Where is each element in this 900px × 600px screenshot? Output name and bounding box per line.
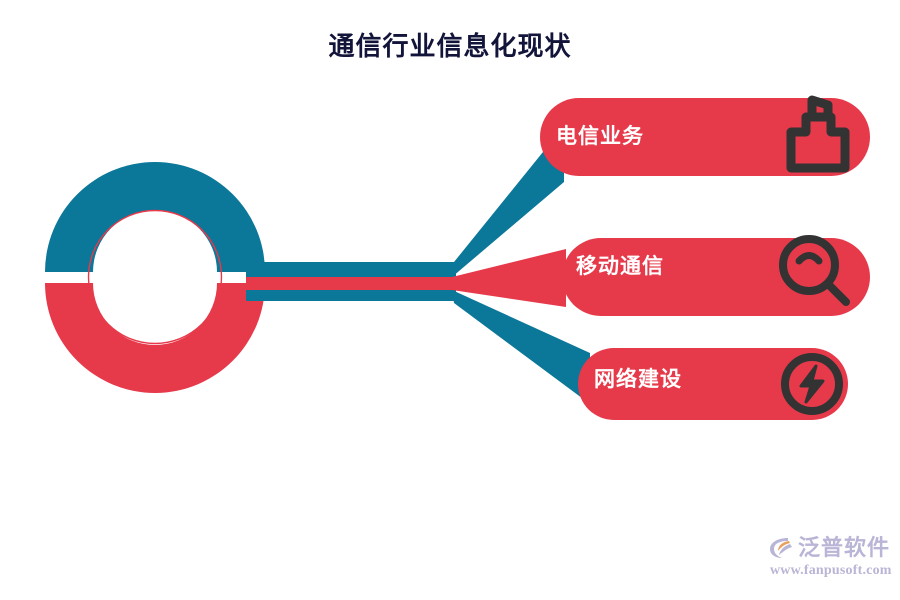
pill-label-network-construction: 网络建设 (594, 368, 682, 391)
hub-inner-outline-circle (87, 209, 223, 345)
connector-wedge-network-construction (452, 290, 590, 404)
connector-bar-stripe-middle (246, 277, 456, 290)
connector-wedge-mobile-communication (452, 249, 566, 307)
pill-label-mobile-communication: 移动通信 (576, 255, 664, 278)
branch-pill-network-construction[interactable] (578, 348, 848, 420)
lightning-bolt-circle-icon (781, 353, 843, 415)
connector-bar (246, 262, 456, 301)
watermark: 泛普软件 www.fanpusoft.com (768, 534, 892, 586)
magnifier-icon (779, 235, 850, 306)
branch-pill-mobile-communication[interactable] (562, 235, 870, 316)
fanpu-logo-icon (770, 538, 792, 558)
hub-ring (45, 162, 265, 393)
pill-background-mobile-communication (562, 238, 870, 316)
watermark-url: www.fanpusoft.com (770, 563, 892, 578)
connector-bar-stripe-top (246, 262, 456, 277)
base-station-icon (786, 95, 850, 173)
pill-label-telecom-service: 电信业务 (556, 125, 644, 148)
hub-ring-top-arc (45, 162, 265, 272)
hub-ring-bottom-arc (45, 283, 265, 393)
watermark-brand: 泛普软件 (798, 535, 891, 560)
page-title: 通信行业信息化现状 (328, 31, 572, 61)
connector-wedge-telecom-service (452, 126, 564, 277)
branch-pill-telecom-service[interactable] (540, 95, 870, 176)
pill-background-network-construction (578, 348, 848, 420)
connector-bar-stripe-bottom (246, 290, 456, 301)
